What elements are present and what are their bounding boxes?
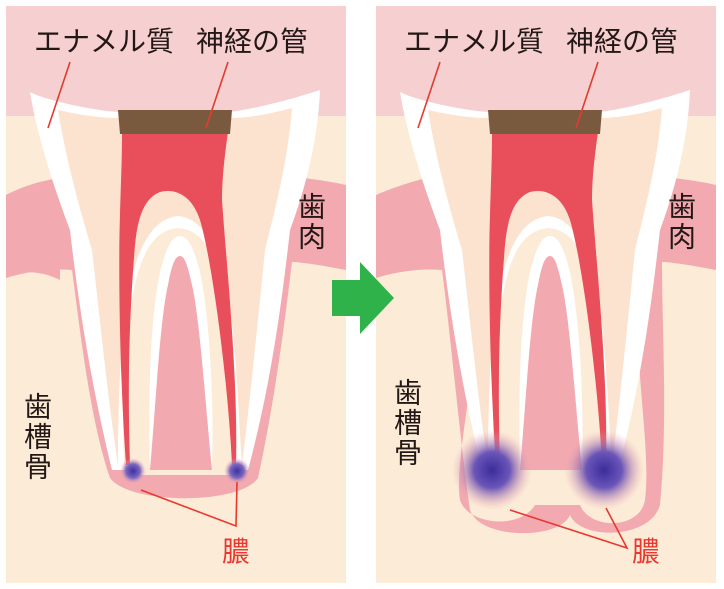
nerve-canal-label: 神経の管	[566, 28, 678, 56]
pus-right-root	[564, 430, 644, 510]
pus-right-root	[224, 458, 250, 484]
nerve-canal-label: 神経の管	[196, 28, 308, 56]
bone-label: 歯槽骨	[392, 378, 420, 468]
pus-left-root	[452, 430, 532, 510]
panel-after	[376, 6, 716, 583]
filling	[488, 110, 602, 134]
enamel-label: エナメル質	[404, 28, 544, 56]
gum-label: 歯肉	[666, 192, 694, 252]
pus-label: 膿	[222, 538, 250, 566]
pus-left-root	[120, 458, 146, 484]
enamel-label: エナメル質	[34, 28, 174, 56]
bone-label: 歯槽骨	[22, 392, 50, 482]
filling	[118, 110, 232, 134]
pus-label: 膿	[632, 538, 660, 566]
gum-left-edge	[6, 178, 60, 280]
panel-before	[6, 6, 346, 583]
gum-label: 歯肉	[296, 192, 324, 252]
